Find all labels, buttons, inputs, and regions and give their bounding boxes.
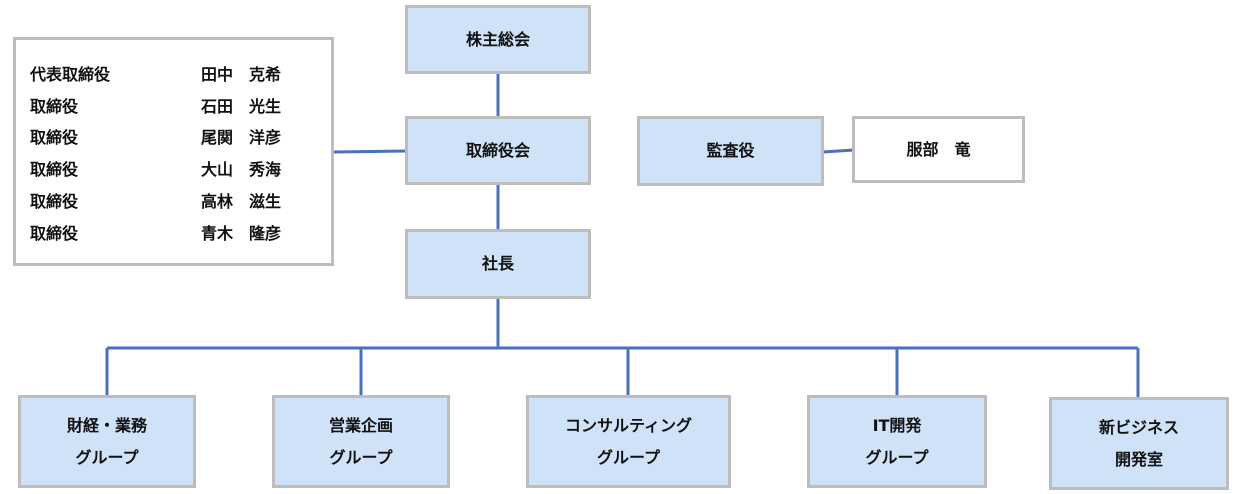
group-box-it-development: IT開発 グループ <box>807 395 987 488</box>
board-member-name: 高林 滋生 <box>201 192 282 211</box>
group-label-line1: IT開発 <box>872 415 922 435</box>
board-member-role: 取締役 <box>30 192 79 211</box>
board-member-name: 田中 克希 <box>201 65 282 84</box>
group-label-line1: 営業企画 <box>328 415 393 435</box>
board-member-role: 取締役 <box>30 97 79 116</box>
group-label-line1: 新ビジネス <box>1098 417 1179 437</box>
shareholders-meeting-label: 株主総会 <box>465 29 530 49</box>
connector-auditor-name <box>822 148 855 154</box>
group-label-line2: グループ <box>75 447 139 467</box>
group-label-line2: グループ <box>865 447 929 467</box>
board-member-name: 尾関 洋彦 <box>201 128 282 147</box>
board-of-directors-label: 取締役会 <box>465 140 530 160</box>
group-label-line2: 開発室 <box>1114 449 1163 469</box>
board-member-role: 取締役 <box>30 224 79 243</box>
auditor-name-box: 服部 竜 <box>852 116 1025 183</box>
group-label-line1: 財経・業務 <box>66 415 147 435</box>
president-label: 社長 <box>481 254 514 273</box>
board-member-role: 取締役 <box>30 128 79 147</box>
board-member-role: 代表取締役 <box>30 65 111 84</box>
auditor-label: 監査役 <box>706 141 755 160</box>
president-box: 社長 <box>405 229 591 299</box>
group-box-finance: 財経・業務 グループ <box>18 395 196 488</box>
board-of-directors-box: 取締役会 <box>405 116 591 185</box>
shareholders-meeting-box: 株主総会 <box>405 5 591 74</box>
board-members-list: 代表取締役 田中 克希 取締役 石田 光生 取締役 尾関 洋彦 取締役 大山 秀… <box>13 37 334 266</box>
group-label-line1: コンサルティング <box>564 415 693 435</box>
board-member-name: 大山 秀海 <box>201 160 282 179</box>
board-member-name: 青木 隆彦 <box>201 224 282 243</box>
group-label-line2: グループ <box>329 447 393 467</box>
auditor-box: 監査役 <box>637 116 824 186</box>
group-box-sales-planning: 営業企画 グループ <box>272 395 450 488</box>
group-box-consulting: コンサルティング グループ <box>526 395 731 488</box>
auditor-name: 服部 竜 <box>906 139 971 159</box>
board-member-role: 取締役 <box>30 160 79 179</box>
group-label-line2: グループ <box>596 447 661 467</box>
connector-board-members <box>333 149 407 154</box>
group-box-new-business: 新ビジネス 開発室 <box>1049 397 1229 490</box>
board-member-name: 石田 光生 <box>201 97 282 116</box>
